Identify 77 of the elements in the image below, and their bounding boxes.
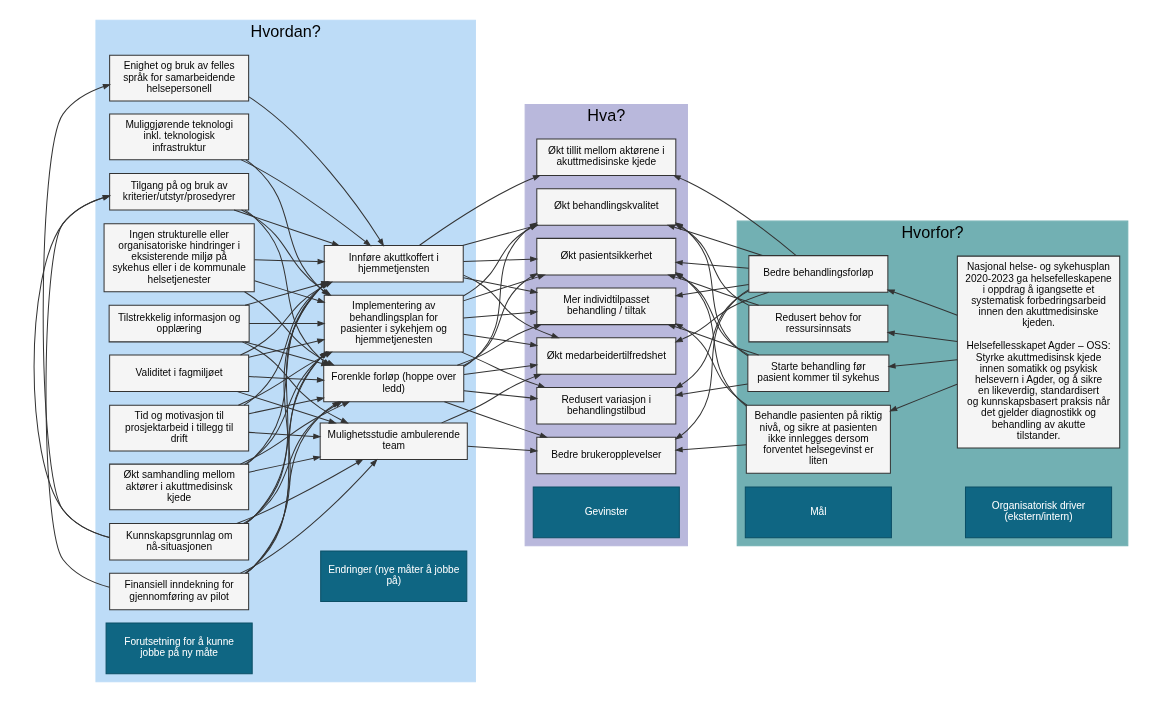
node-box: Validitet i fagmiljøet bbox=[109, 354, 250, 393]
node-box: Tilstrekkelig informasjon og opplæring bbox=[108, 304, 250, 343]
arrow bbox=[248, 455, 322, 473]
arrow bbox=[248, 396, 325, 415]
arrow bbox=[674, 383, 749, 397]
arrow bbox=[33, 195, 111, 539]
arrow bbox=[456, 324, 542, 366]
arrow bbox=[887, 359, 958, 369]
arrow bbox=[461, 351, 547, 388]
arrow bbox=[462, 274, 546, 302]
arrow bbox=[240, 458, 378, 574]
node-box: Økt behandlingskvalitet bbox=[536, 188, 677, 226]
node-box: Tilgang på og bruk av kriterier/utstyr/prosedyrer bbox=[109, 172, 250, 211]
node-box: Redusert behov for ressursinnsats bbox=[748, 304, 889, 343]
arrow bbox=[443, 401, 548, 438]
arrow bbox=[244, 401, 341, 574]
node-box: Gevinster bbox=[532, 486, 680, 539]
node-box: Organisatorisk driver (ekstern/intern) bbox=[964, 486, 1113, 539]
node-box: Behandle pasienten på riktig nivå, og sikre at pasienten ikke innlegges dersom forventet helsegevinst er liten bbox=[745, 404, 891, 474]
arrow bbox=[248, 96, 385, 247]
arrow bbox=[462, 333, 539, 348]
arrow bbox=[248, 376, 326, 383]
arrow bbox=[462, 256, 539, 262]
arrow bbox=[245, 351, 328, 574]
arrow bbox=[889, 383, 958, 412]
node-box: Mål bbox=[744, 486, 892, 539]
arrow bbox=[241, 341, 349, 424]
node-box: Bedre brukeropplevelser bbox=[536, 436, 677, 475]
arrow bbox=[233, 209, 340, 246]
node-box: Økt pasientsikkerhet bbox=[536, 237, 677, 276]
arrow bbox=[441, 373, 542, 424]
arrow bbox=[240, 159, 372, 247]
arrow bbox=[886, 330, 958, 343]
node-box: Tid og motivasjon til prosjektarbeid i tillegg til drift bbox=[109, 404, 250, 452]
arrow bbox=[674, 444, 747, 453]
arrow bbox=[462, 309, 539, 319]
node-box: Økt tillit mellom aktørene i akuttmedisinske kjede bbox=[536, 138, 677, 176]
arrow bbox=[667, 324, 760, 356]
node-box: Økt samhandling mellom aktører i akuttmedisinsk kjede bbox=[109, 463, 250, 511]
arrow bbox=[674, 291, 770, 343]
node-box: Økt medarbeidertilfredshet bbox=[536, 337, 677, 375]
arrow bbox=[236, 458, 364, 524]
arrow bbox=[674, 289, 750, 440]
arrow bbox=[674, 260, 750, 269]
node-box: Kunnskapsgrunnlag om nå-situasjonen bbox=[109, 523, 250, 561]
arrow bbox=[236, 391, 337, 424]
arrow bbox=[674, 323, 748, 406]
node-box: Implementering av behandlingsplan for pasienter i sykehjem og hjemmetjenesten bbox=[323, 294, 464, 353]
node-box: Redusert variasjon i behandlingstilbud bbox=[536, 387, 677, 425]
arrow bbox=[462, 277, 539, 294]
node-box: Muliggjørende teknologi inkl. teknologisk infrastruktur bbox=[109, 113, 250, 161]
node-box: Mer individtilpasset behandling / tiltak bbox=[536, 287, 677, 326]
arrow bbox=[248, 431, 322, 440]
node-box: Enighet og bruk av felles språk for samarbeidende helsepersonell bbox=[109, 54, 250, 102]
arrow bbox=[463, 390, 539, 401]
arrow bbox=[467, 445, 539, 454]
arrow bbox=[248, 320, 326, 327]
node-box: Bedre behandlingsforløp bbox=[748, 255, 889, 293]
arrow bbox=[886, 289, 958, 316]
node-box: Innføre akuttkoffert i hjemmetjensten bbox=[323, 244, 464, 283]
node-box: Nasjonal helse- og sykehusplan 2020-2023 ga helsefelleskapene i oppdrag å igangsette et systematisk forbedringsarbeid innen den akuttmedisinske kjeden. Helsefellesskapet Agder – OSS: Styrke akuttmedisinsk kjede innen somatikk og psykisk helsevern i Agder, og å sikre en likeverdig, standardisert og kunnskapsbasert praksis når det gjelder diagnostikk og behandling av akutte tilstander. bbox=[956, 255, 1121, 449]
node-box: Starte behandling før pasient kommer til sykehus bbox=[747, 354, 890, 393]
node-box: Forenkle forløp (hoppe over ledd) bbox=[323, 364, 465, 403]
arrow bbox=[674, 290, 750, 389]
node-box: Ingen strukturelle eller organisatoriske hindringer i eksisterende miljø på sykehus eller i de kommunale helsetjenester bbox=[103, 223, 255, 293]
node-box: Mulighetsstudie ambulerende team bbox=[319, 422, 468, 461]
node-box: Finansiell inndekning for gjennomføring av pilot bbox=[109, 572, 250, 611]
arrow bbox=[462, 274, 560, 339]
arrow bbox=[45, 195, 111, 588]
arrow bbox=[244, 351, 328, 524]
arrow bbox=[463, 363, 539, 375]
arrow bbox=[674, 284, 750, 298]
node-box: Endringer (nye måter å jobbe på) bbox=[320, 550, 468, 603]
arrow bbox=[463, 272, 539, 367]
node-box: Forutsetning for å kunne jobbe på ny måte bbox=[105, 622, 253, 675]
arrow bbox=[248, 338, 326, 358]
arrow bbox=[254, 258, 326, 265]
